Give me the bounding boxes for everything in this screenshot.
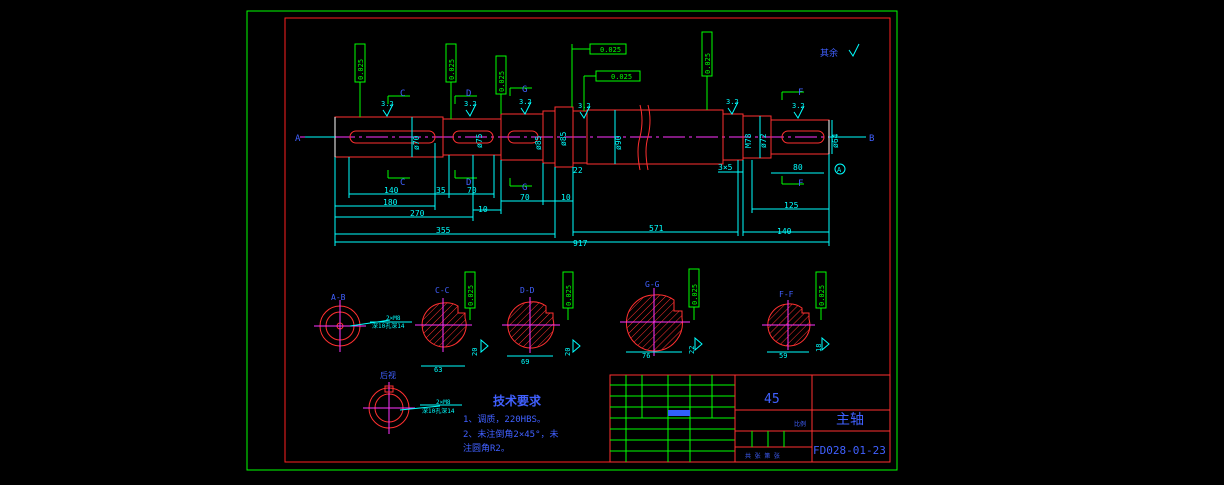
dim-180: 180 xyxy=(383,198,398,207)
dim-140: 140 xyxy=(384,186,399,195)
label-g-bottom: G xyxy=(522,183,527,193)
section-cc: C-C 0.025 63 20 xyxy=(415,271,489,374)
dim-d2: ø75 xyxy=(475,133,484,148)
dd-tolerance: 0.025 xyxy=(565,285,573,306)
tol-frame-4: 0.025 xyxy=(704,53,712,74)
label-ab2: 后视 xyxy=(380,370,396,380)
dim-355: 355 xyxy=(436,226,451,235)
cc-tolerance: 0.025 xyxy=(467,285,475,306)
tol-frame-1: 0.025 xyxy=(357,59,365,80)
notes-title: 技术要求 xyxy=(493,393,542,408)
dd-height: 20 xyxy=(564,348,572,356)
roughness-r3: 3.2 xyxy=(519,98,532,106)
ff-height: 18 xyxy=(815,344,823,352)
dim-22: 22 xyxy=(573,166,583,175)
gg-height: 22 xyxy=(688,346,696,354)
dim-270: 270 xyxy=(410,209,425,218)
label-g-top: G xyxy=(522,85,527,95)
hole-note-1: 2×M8 xyxy=(386,315,401,322)
label-dd: D-D xyxy=(520,286,535,295)
gg-tolerance: 0.025 xyxy=(691,284,699,305)
drawing-number: FD028-01-23 xyxy=(813,444,886,457)
dim-d7: ø72 xyxy=(759,133,768,148)
material: 45 xyxy=(764,392,780,407)
dim-d5: ø85 xyxy=(559,131,568,146)
inner-border xyxy=(284,17,891,463)
tol-frame-5: 0.025 xyxy=(600,46,621,54)
dim-70a: 70 xyxy=(467,186,477,195)
dim-10b: 10 xyxy=(561,193,571,202)
note-1: 1、调质，220HBS。 xyxy=(463,413,546,425)
section-ff: F-F 0.025 59 18 xyxy=(762,271,830,360)
tol-frame-2: 0.025 xyxy=(448,59,456,80)
dd-width: 69 xyxy=(521,358,529,366)
dim-140b: 140 xyxy=(777,227,792,236)
label-ff: F-F xyxy=(779,290,794,299)
note-2: 2、未注倒角2×45°，未 xyxy=(463,428,559,440)
dim-d3: ø85 xyxy=(534,135,543,150)
roughness-r1: 3.2 xyxy=(381,100,394,108)
title-block-highlight xyxy=(668,410,690,416)
label-cc: C-C xyxy=(435,286,450,295)
roughness-r5: 3.2 xyxy=(726,98,739,106)
label-f-top: F xyxy=(798,88,803,98)
section-dd: D-D 0.025 69 20 xyxy=(502,271,581,366)
label-d-top: D xyxy=(466,89,471,99)
dim-80: 80 xyxy=(793,163,803,172)
outer-border xyxy=(246,10,898,471)
label-f-bottom: F xyxy=(798,179,803,189)
cc-height: 20 xyxy=(471,348,479,356)
label-c-top: C xyxy=(400,89,405,99)
label-b-end: B xyxy=(869,134,874,144)
dim-10a: 10 xyxy=(478,205,488,214)
hole-note-2b: 深10孔深14 xyxy=(422,407,455,415)
gg-width: 76 xyxy=(642,352,650,360)
dim-d8: ø64 xyxy=(831,133,840,148)
label-d-bottom: D xyxy=(466,178,471,188)
label-a-end: A xyxy=(295,134,301,144)
label-c-bottom: C xyxy=(400,178,405,188)
tol-frame-6: 0.025 xyxy=(611,73,632,81)
label-gg: G-G xyxy=(645,280,660,289)
ff-tolerance: 0.025 xyxy=(818,285,826,306)
roughness-r2: 3.2 xyxy=(464,100,477,108)
dim-35: 35 xyxy=(436,186,446,195)
scale-label: 比例 xyxy=(794,420,806,428)
dim-d1: ø70 xyxy=(412,135,421,150)
cc-width: 63 xyxy=(434,366,442,374)
label-ab: A-B xyxy=(331,293,346,302)
dim-571: 571 xyxy=(649,224,664,233)
section-ab: A-B 2×M8 深10孔深14 xyxy=(314,293,412,352)
sheet-count: 共 张 第 张 xyxy=(745,452,780,460)
roughness-note: 其余 xyxy=(820,47,838,59)
dim-3x5: 3×5 xyxy=(718,163,733,172)
shaft-main-view: C C D D G G F F A B ø70 ø75 ø85 ø85 ø90 … xyxy=(295,31,874,248)
dim-125: 125 xyxy=(784,201,799,210)
section-ab2: 后视 2×M8 深10孔深14 xyxy=(363,370,462,434)
dim-d6: M78 xyxy=(744,133,753,148)
hole-note-2: 2×M8 xyxy=(436,399,451,406)
datum-a-circle: A xyxy=(837,166,842,174)
section-gg: G-G 0.025 76 22 xyxy=(620,268,703,360)
dim-70b: 70 xyxy=(520,193,530,202)
dim-917: 917 xyxy=(573,239,588,248)
dim-d4: ø90 xyxy=(614,135,623,150)
part-name: 主轴 xyxy=(836,412,864,428)
tol-frame-3: 0.025 xyxy=(498,71,506,92)
hole-note-1b: 深10孔深14 xyxy=(372,322,405,330)
roughness-r6: 3.2 xyxy=(792,102,805,110)
technical-notes: 技术要求 1、调质，220HBS。 2、未注倒角2×45°，未 注圆角R2。 xyxy=(463,393,559,454)
note-3: 注圆角R2。 xyxy=(463,442,510,454)
title-block: 45 主轴 FD028-01-23 比例 共 张 第 张 xyxy=(609,374,891,463)
ff-width: 59 xyxy=(779,352,787,360)
